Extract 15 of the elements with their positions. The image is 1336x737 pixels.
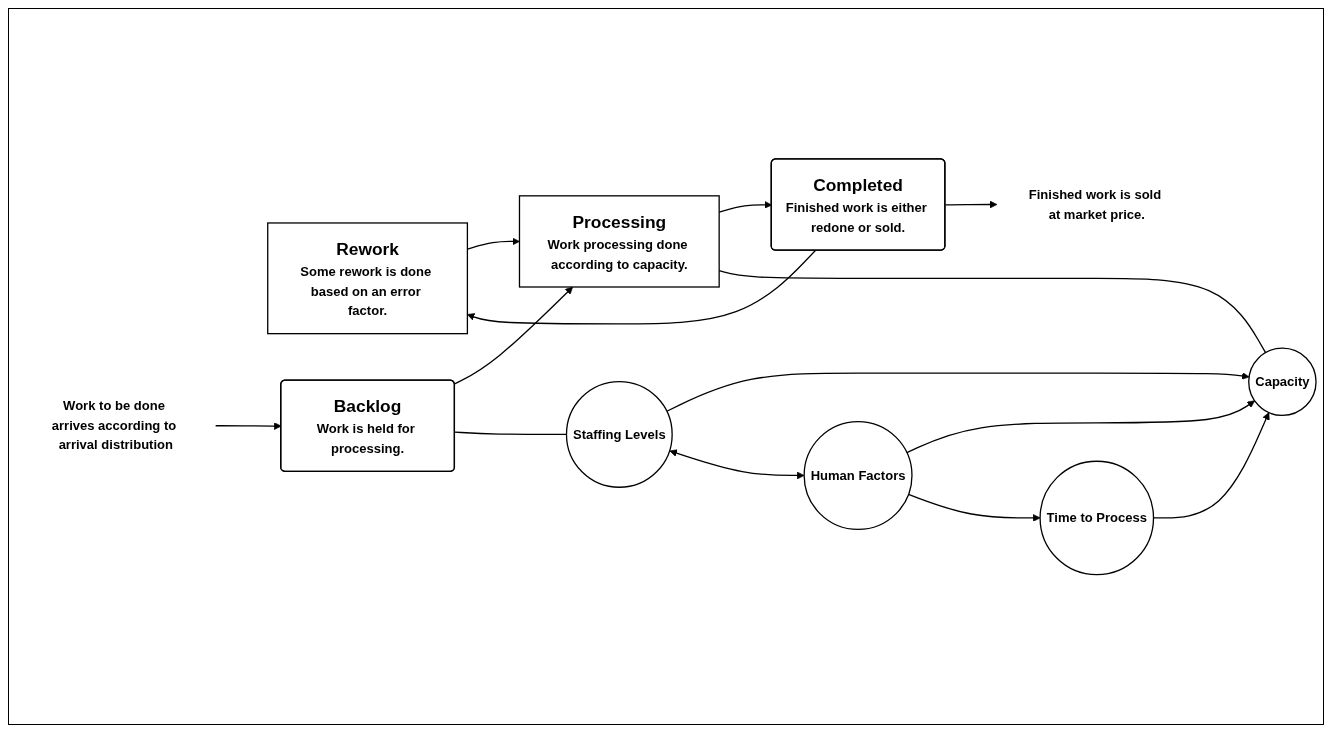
arrow — [906, 400, 1255, 454]
node-box: Processing Work processing done according to capacity. — [518, 194, 720, 288]
node-circle: Capacity — [1248, 347, 1317, 416]
node-circle: Staffing Levels — [565, 380, 673, 488]
arrow — [907, 493, 1041, 522]
node-circle: Time to Process — [1039, 460, 1155, 575]
node-text: Work to be done arrives according to arrival distribution — [51, 397, 177, 452]
arrow — [467, 249, 817, 325]
arrow — [666, 371, 1250, 412]
node-box: Rework Some rework is done based on an error factor. — [267, 222, 469, 335]
node-circle: Human Factors — [803, 420, 913, 530]
arrow — [454, 286, 573, 385]
arrow — [944, 200, 998, 209]
node-text: Finished work is sold at market price. — [1028, 186, 1162, 221]
arrow — [669, 449, 805, 479]
